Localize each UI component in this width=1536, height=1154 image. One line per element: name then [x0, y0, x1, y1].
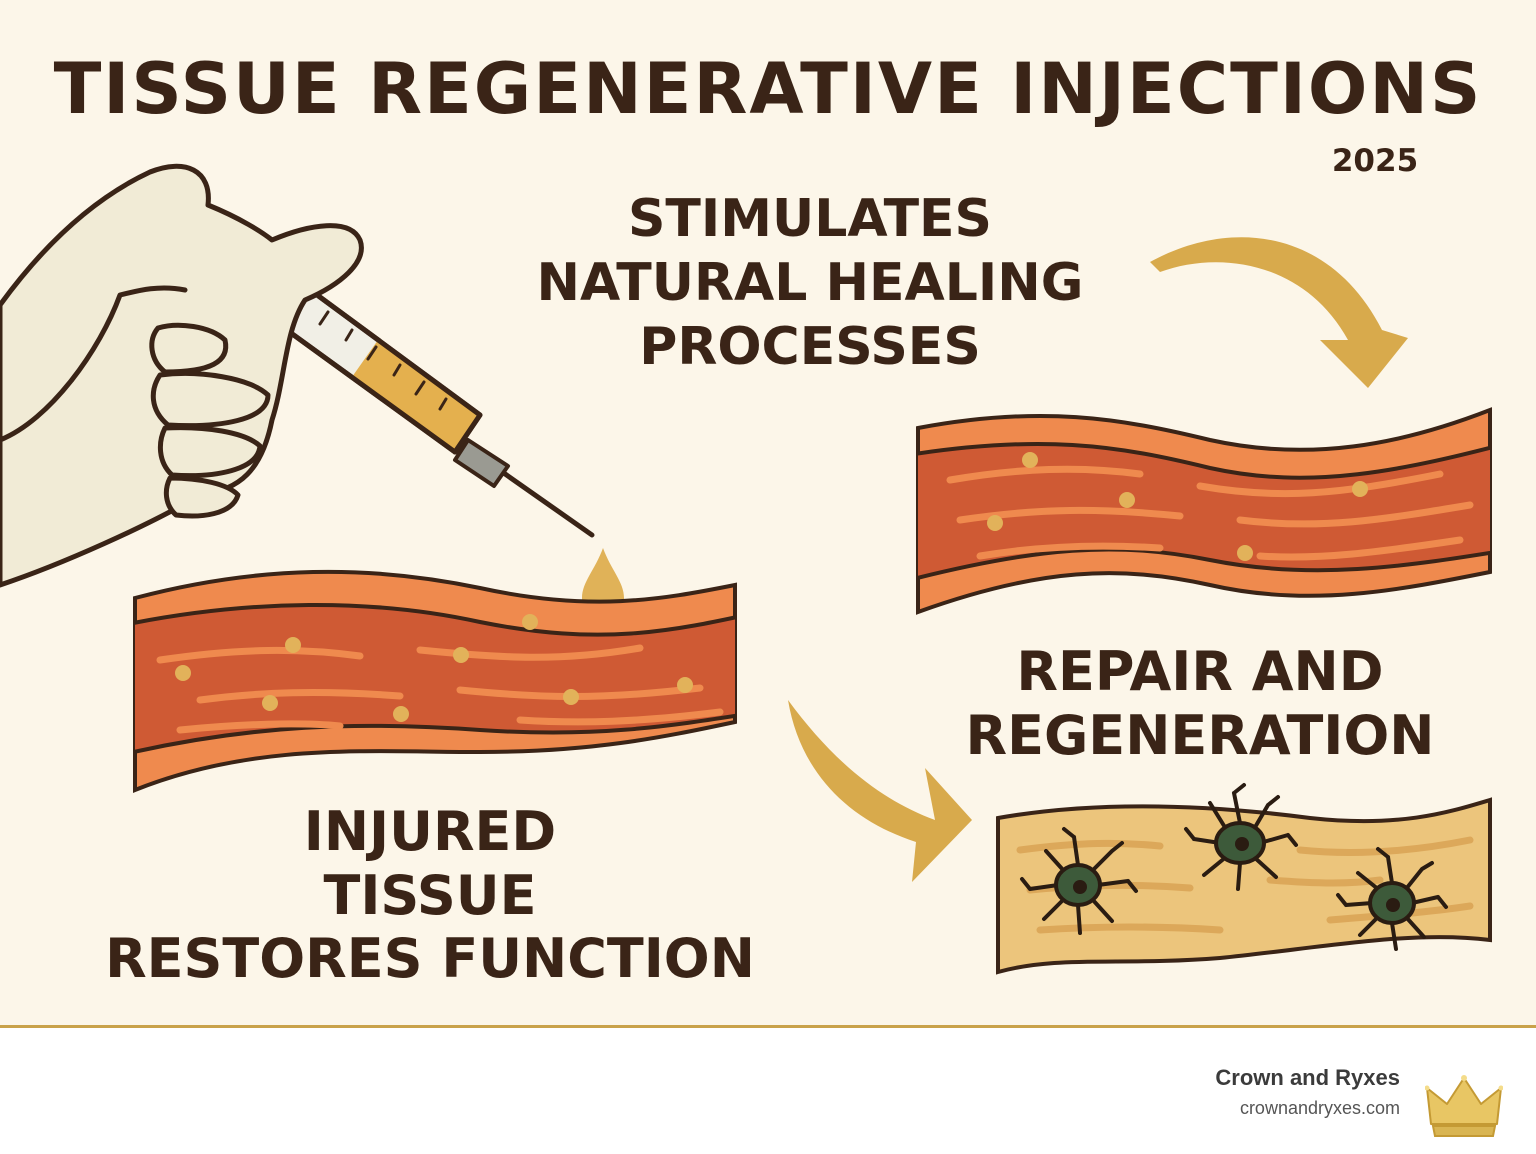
injured-tissue-band [133, 569, 737, 793]
crown-logo-icon [1425, 1075, 1503, 1137]
stimulated-tissue-band [916, 407, 1492, 615]
cell-icon [1020, 783, 1448, 951]
injured-line-2: TISSUE [323, 863, 537, 927]
stimulates-line-1: STIMULATES [627, 189, 993, 249]
page-title: TISSUE REGENERATIVE INJECTIONS [53, 48, 1483, 130]
diagram-artwork [0, 163, 1492, 975]
curved-arrow-icon [788, 237, 1408, 882]
diagram-panel: TISSUE REGENERATIVE INJECTIONS 2025 STIM… [0, 0, 1536, 1025]
repair-line-2: REGENERATION [965, 703, 1435, 767]
injured-line-1: INJURED [303, 800, 557, 863]
repair-line-1: REPAIR AND [1016, 640, 1384, 703]
stimulates-line-3: PROCESSES [639, 316, 981, 377]
footer-divider [0, 1025, 1536, 1028]
repair-label: REPAIR AND REGENERATION [900, 640, 1500, 767]
year-label: 2025 [1331, 143, 1419, 179]
stimulates-line-2: NATURAL HEALING [536, 252, 1084, 313]
gloved-hand-icon [0, 163, 364, 588]
injured-label: INJURED TISSUE RESTORES FUNCTION [100, 800, 760, 991]
stimulates-label: STIMULATES NATURAL HEALING PROCESSES [430, 188, 1190, 380]
footer-brand: Crown and Ryxes [1215, 1065, 1400, 1090]
footer-url: crownandryxes.com [1239, 1098, 1400, 1118]
injured-line-3: RESTORES FUNCTION [105, 927, 755, 991]
